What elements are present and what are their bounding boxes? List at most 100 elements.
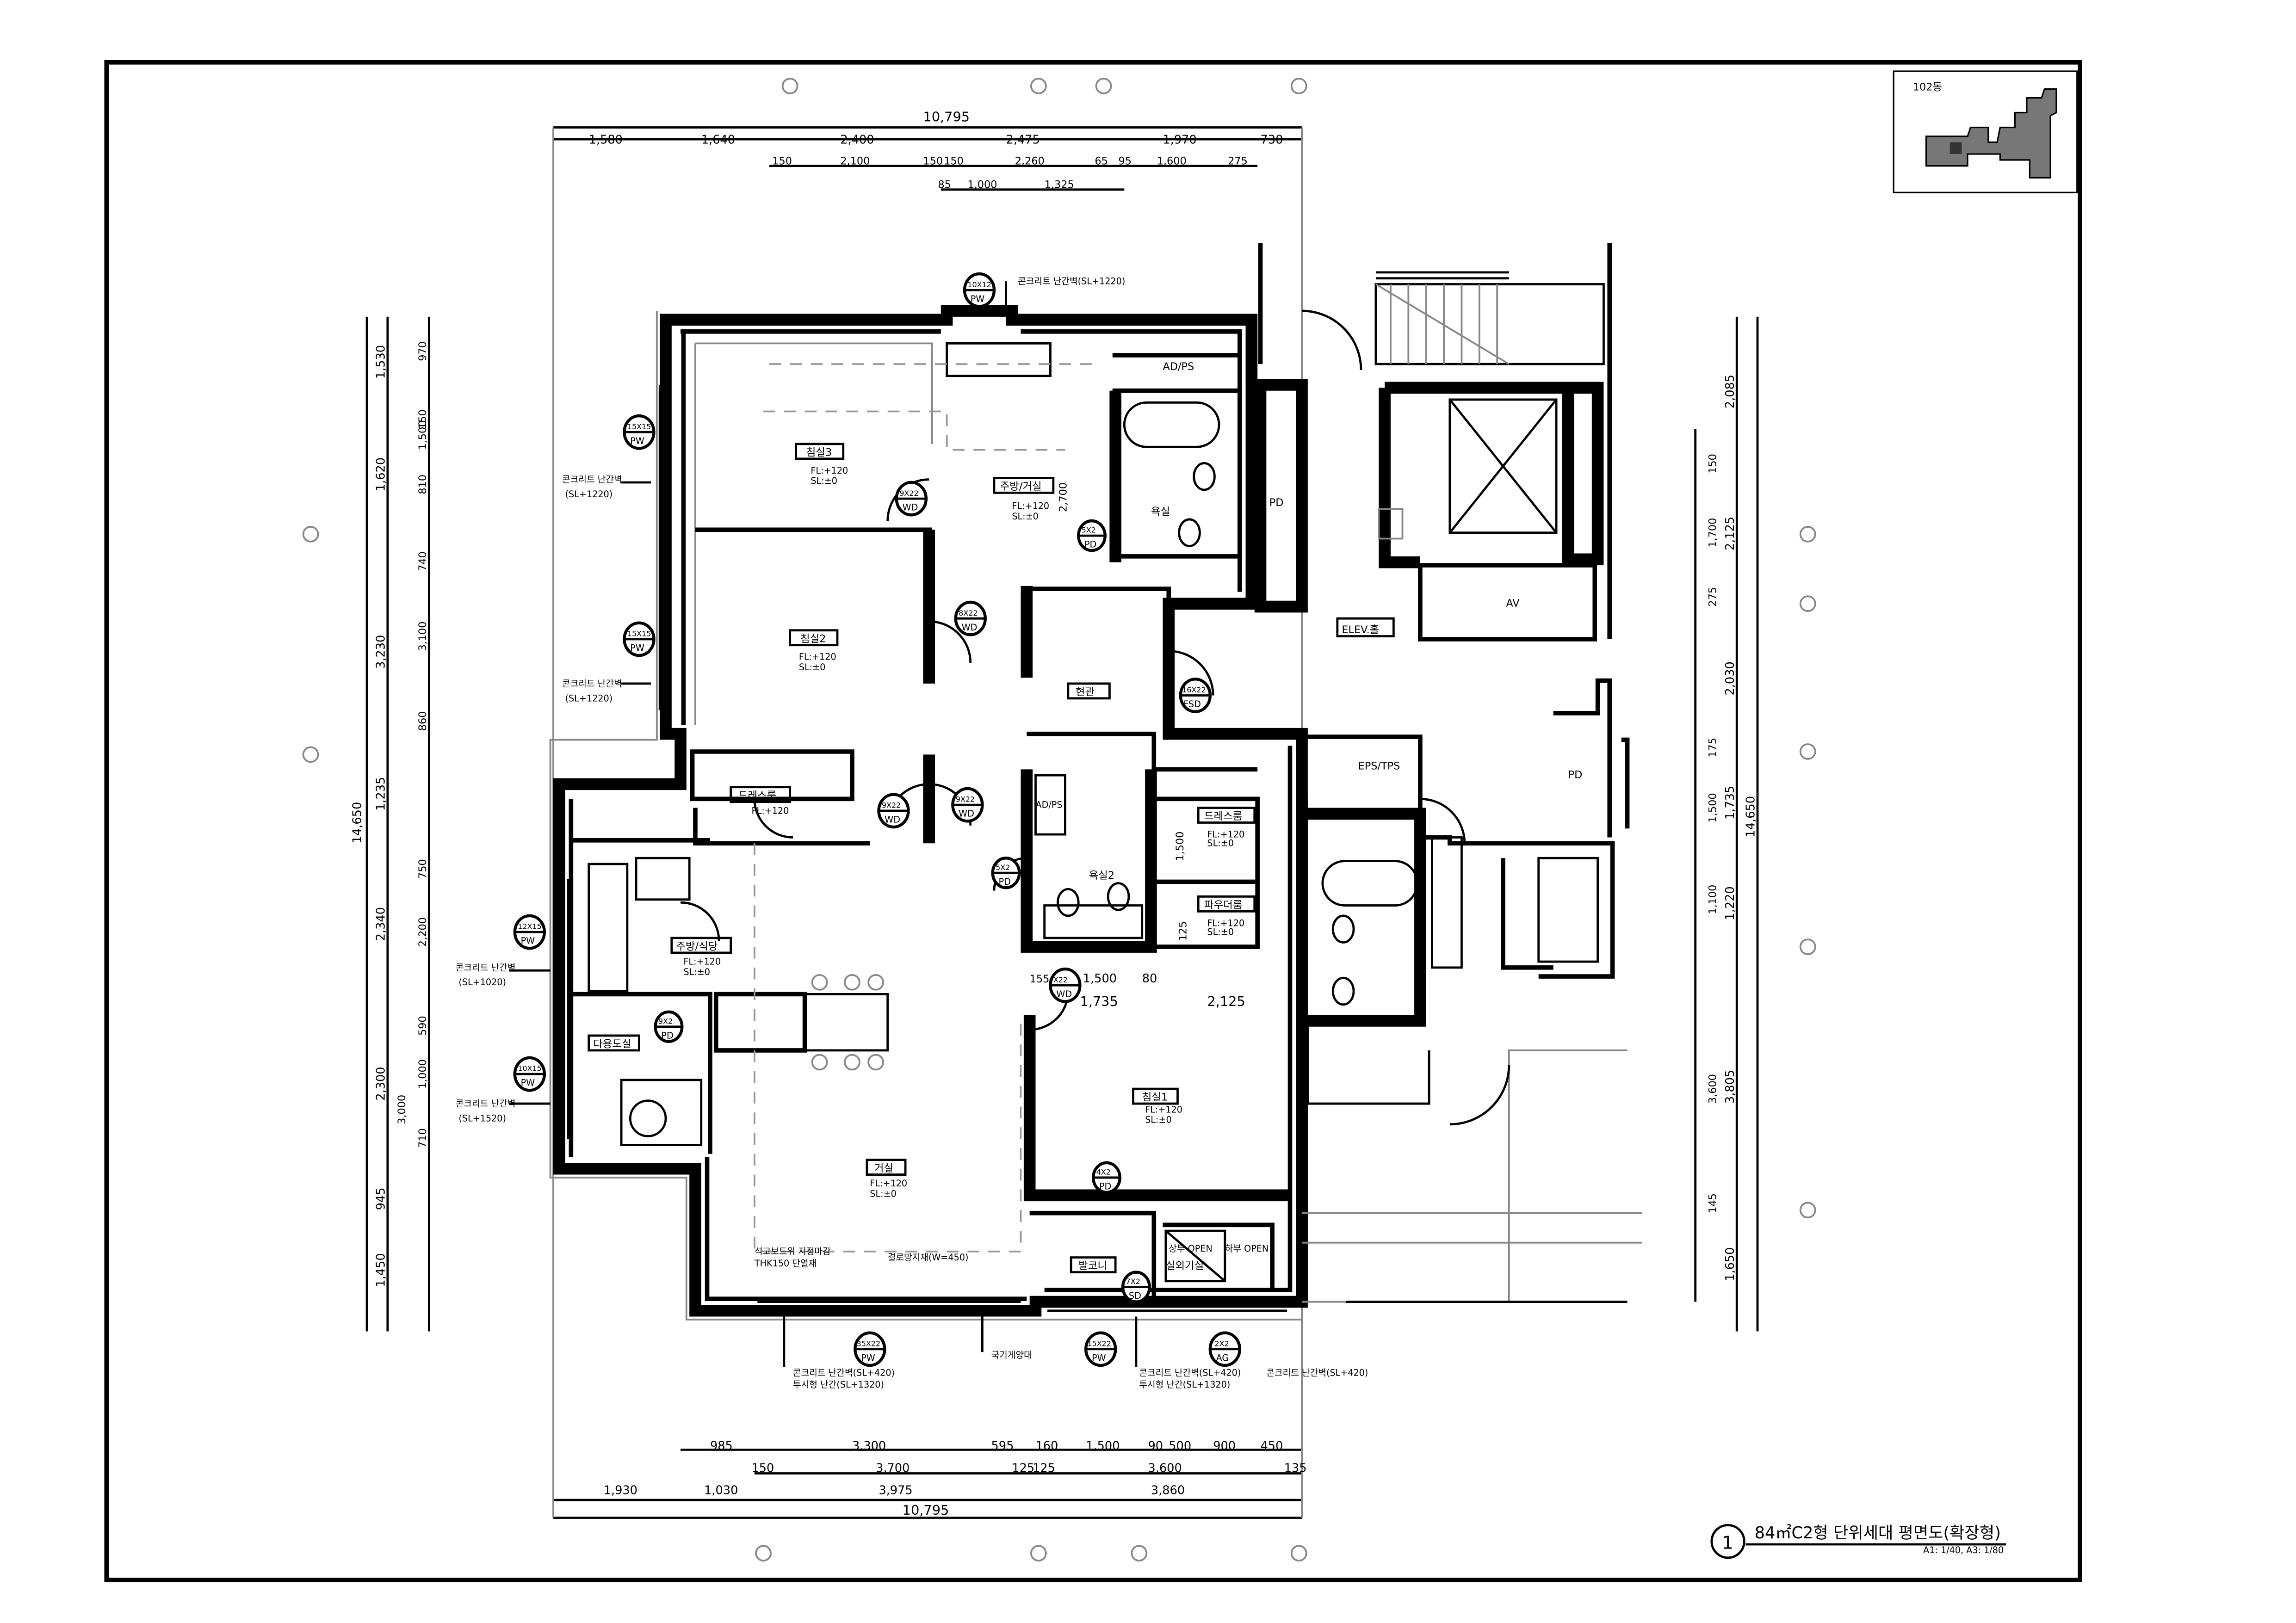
tag-b2-type: PW [1092, 1352, 1106, 1363]
note-bottom-railing-mid: 투시형 난간(SL+1320) [1139, 1379, 1230, 1390]
dim-right-3: 2,030 [1723, 661, 1737, 695]
outdoor-unit [1164, 1229, 1226, 1283]
tag-pd3-size: 9X2 [658, 1017, 673, 1025]
tag-b3-type: AG [1216, 1352, 1229, 1363]
dim-int-6: 155 [1030, 973, 1050, 985]
dim-left2-2: 150 [417, 409, 429, 429]
tag-wd3-size: 9X22 [882, 801, 901, 810]
interior-walls [571, 353, 1290, 1299]
tag-wd-4: 9X22 WD [951, 787, 984, 823]
elevator-shaft [1418, 398, 1597, 642]
note-insulation: THK150 단열재 [754, 1258, 817, 1269]
dim-top3-3: 1,325 [1045, 179, 1074, 191]
fl-kitchen-dining: FL:+120 [683, 956, 721, 967]
dim-left2-1: 970 [417, 341, 429, 361]
sheet-frame [104, 60, 2082, 1582]
room-bath: 욕실 [1151, 506, 1170, 518]
dim-int-7: 1,500 [1174, 832, 1186, 861]
dim-bot3-3: 595 [991, 1439, 1014, 1453]
level-notes: FL:+120 SL:±0 FL:+120 SL:±0 FL:+120 SL:±… [683, 465, 1244, 1199]
dim-right-total: 14,650 [1744, 796, 1758, 838]
tag-sd-size: 7X2 [1126, 1277, 1140, 1286]
tag-wd-5: X22 WD [1049, 967, 1082, 1003]
dim-bot1-4: 3,860 [1151, 1483, 1185, 1497]
dim-left-1: 1,530 [374, 345, 388, 379]
tag-wd4-size: 9X22 [956, 795, 975, 804]
tag-pd4-size: 4X2 [1096, 1168, 1111, 1177]
note-bottom-railing-left: 투시형 난간(SL+1320) [793, 1379, 884, 1390]
washer-dryer [620, 1079, 703, 1147]
tag-bottom-pw-1: 35X22 PW [854, 1331, 886, 1367]
opening-tags: 10X12 PW 15X15 PW 9X22 WD 5X2 PD 8X22 WD [513, 272, 1241, 1367]
dim-left-4: 1,235 [374, 777, 388, 811]
note-open-up: 상부 OPEN [1169, 1243, 1212, 1254]
toilet-6 [1107, 882, 1130, 911]
dim-left-2: 1,620 [374, 457, 388, 491]
sl-bedroom3: SL:±0 [811, 475, 837, 486]
tag-wd5-size: X22 [1053, 975, 1068, 984]
dim-left2-5: 740 [417, 551, 429, 571]
dim-top-total: 10,795 [923, 109, 970, 125]
room-powder-room: 파우더룸 [1204, 899, 1242, 911]
dim-bot2-3: 125 [1012, 1461, 1034, 1475]
fl-kitchen-living: FL:+120 [1012, 501, 1049, 512]
cooktop [635, 857, 691, 901]
tag-wd1-type: WD [903, 502, 918, 513]
dim-left2-3: 1,500 [417, 420, 429, 450]
tag-l1-type: PW [630, 436, 644, 446]
tag-l3-size: 12X15 [518, 922, 542, 931]
note-left-parapet-3: 콘크리트 난간벽 [456, 962, 516, 973]
tag-pd3-type: PD [661, 1030, 673, 1041]
fl-bedroom1: FL:+120 [1145, 1104, 1182, 1115]
dimensions-interior: 2,700 1,500 80 1,735 2,125 155 1,500 125 [1030, 482, 1245, 1009]
tag-b2-size: 15X22 [1087, 1339, 1111, 1348]
dim-top2-9: 275 [1228, 155, 1248, 167]
dim-right-5: 1,220 [1723, 886, 1737, 920]
note-left-parapet-1: 콘크리트 난간벽 [562, 474, 622, 485]
dim-bot1-1: 1,930 [604, 1483, 637, 1497]
sl-kitchen-living: SL:±0 [1012, 511, 1039, 522]
tag-b3-size: 2X2 [1214, 1339, 1229, 1348]
dim-bottom-total: 10,795 [903, 1502, 949, 1518]
dim-top2-2: 2,100 [840, 155, 870, 167]
sl-bedroom2: SL:±0 [799, 662, 826, 673]
tag-sd: 7X2 SD [1121, 1271, 1151, 1303]
tag-pd4-type: PD [1099, 1181, 1111, 1192]
dim-bot3-9: 450 [1261, 1439, 1283, 1453]
dim-left2-6: 3,100 [417, 621, 429, 651]
dim-top2-3: 150 [923, 155, 943, 167]
dim-right-4: 1,735 [1723, 786, 1737, 820]
dim-right2-3: 275 [1707, 587, 1719, 607]
dim-bot3-7: 500 [1169, 1439, 1191, 1453]
stair-treads [1375, 271, 1510, 365]
note-top-parapet: 콘크리트 난간벽(SL+1220) [1018, 276, 1125, 286]
fl-dress2: FL:+120 [1207, 829, 1244, 839]
tag-bottom-ag: 2X2 AG [1208, 1331, 1241, 1367]
toilet-4 [1331, 976, 1355, 1006]
toilet-2 [1178, 518, 1201, 547]
tag-pd1-size: 5X2 [1082, 526, 1096, 535]
dim-bot3-6: 90 [1148, 1439, 1163, 1453]
tag-wd5-type: WD [1056, 989, 1072, 1000]
sl-bedroom1: SL:±0 [1145, 1115, 1172, 1125]
note-left-sl-3: (SL+1020) [458, 977, 506, 987]
sl-dress2: SL:±0 [1207, 838, 1234, 849]
dim-bot3-5: 1,500 [1086, 1439, 1120, 1453]
tag-fsd-type: FSD [1183, 699, 1201, 710]
dim-left2-13: 710 [417, 1128, 429, 1148]
room-ad-ps-2: AD/PS [1035, 800, 1062, 810]
dimensions-right: 14,650 2,085 2,125 2,030 1,735 1,220 3,8… [1707, 375, 1758, 1281]
dim-int-1: 2,700 [1058, 482, 1070, 512]
sl-kitchen-dining: SL:±0 [683, 967, 710, 977]
dim-right2-7: 3,600 [1707, 1074, 1719, 1104]
dim-bot2-6: 135 [1284, 1461, 1307, 1475]
dim-left2-9: 2,200 [417, 917, 429, 947]
tag-left-pw-3: 12X15 PW [513, 914, 546, 950]
room-outdoor-unit: 실외기실 [1166, 1260, 1204, 1272]
room-pd-2: PD [1568, 769, 1583, 781]
dim-right-2: 2,125 [1723, 517, 1737, 550]
room-bedroom1: 침실1 [1142, 1092, 1168, 1104]
dim-bot1-2: 1,030 [704, 1483, 738, 1497]
note-dew-plate: 결로방지재(W=450) [888, 1252, 969, 1263]
